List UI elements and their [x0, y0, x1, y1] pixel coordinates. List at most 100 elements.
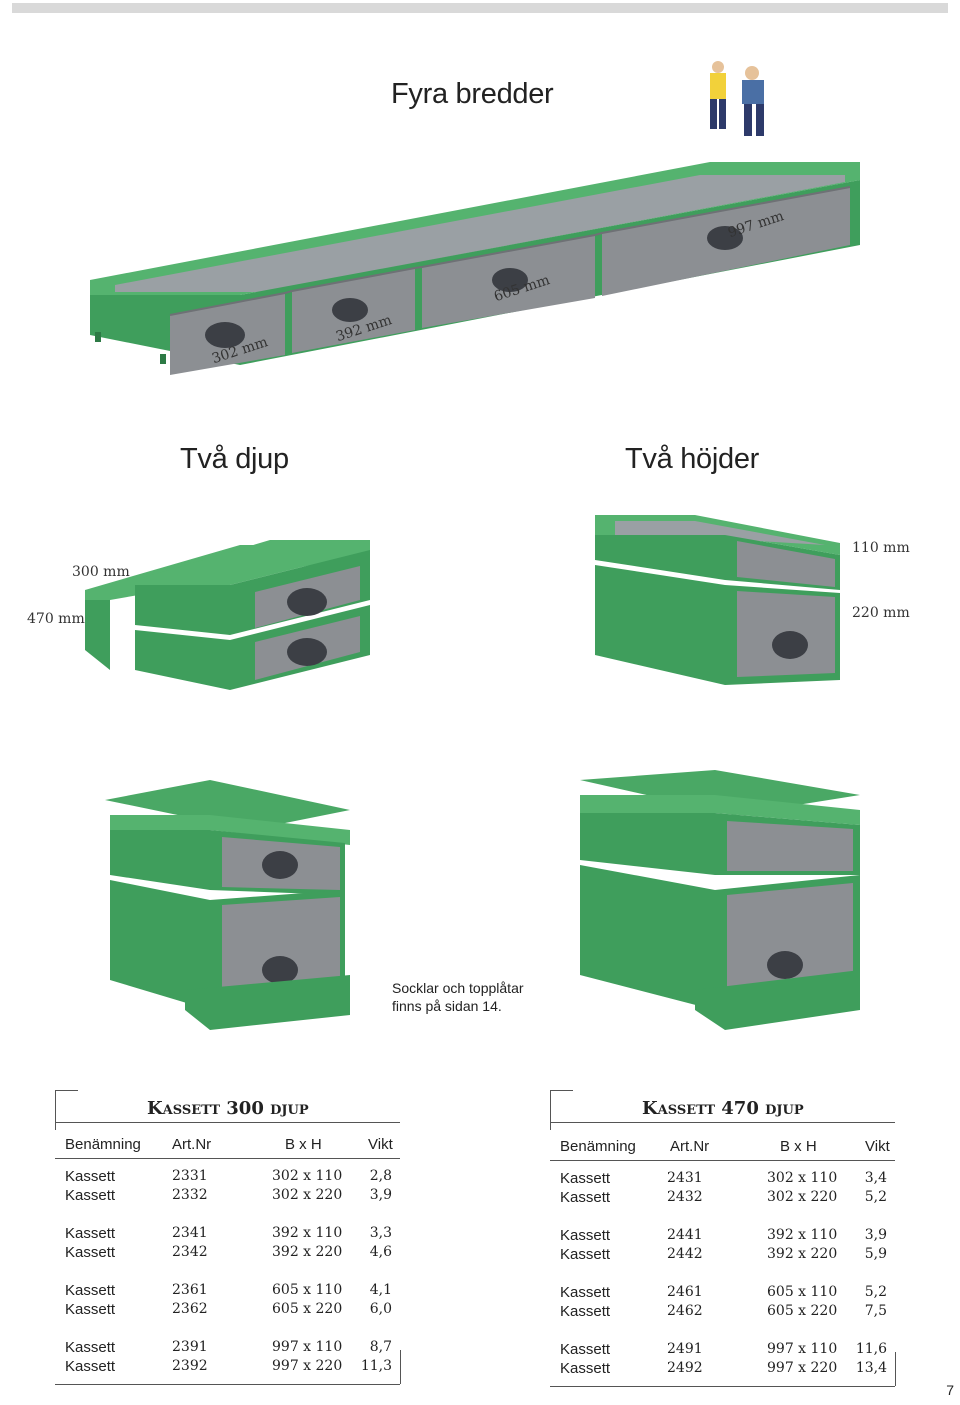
cell-size: 605 x 220	[272, 1301, 343, 1317]
cell-weight: 6,0	[369, 1301, 392, 1317]
cell-weight: 2,8	[369, 1168, 392, 1184]
table-kassett-470: Kassett 470 djup Benämning Art.Nr B x H …	[550, 1090, 896, 1390]
heading-two-depths: Två djup	[180, 443, 289, 475]
heading-two-heights: Två höjder	[625, 443, 760, 475]
depth-470-label: 470 mm	[27, 611, 85, 627]
table-470-title: Kassett 470 djup	[642, 1098, 804, 1119]
table-row: Kassett 2441 392 x 110 3,9	[550, 1227, 895, 1246]
cell-size: 605 x 220	[767, 1303, 838, 1319]
table-kassett-300: Kassett 300 djup Benämning Art.Nr B x H …	[55, 1090, 401, 1390]
cell-name: Kassett	[560, 1246, 611, 1263]
cell-weight: 7,5	[864, 1303, 887, 1319]
table-300-header-artnr: Art.Nr	[172, 1136, 212, 1153]
cell-weight: 3,3	[369, 1225, 392, 1241]
cell-weight: 5,2	[864, 1189, 887, 1205]
cell-name: Kassett	[65, 1339, 116, 1356]
cell-weight: 3,9	[864, 1227, 887, 1243]
plinth-note: Socklar och topplåtar finns på sidan 14.	[392, 979, 524, 1015]
table-row: Kassett 2391 997 x 110 8,7	[55, 1339, 400, 1358]
two-depths-illustration	[85, 540, 370, 690]
cell-size: 997 x 110	[272, 1339, 343, 1355]
cell-name: Kassett	[65, 1358, 116, 1375]
cell-art-nr: 2361	[172, 1282, 208, 1298]
table-300-header-weight: Vikt	[368, 1136, 393, 1153]
cell-weight: 5,9	[864, 1246, 887, 1262]
cell-art-nr: 2391	[172, 1339, 208, 1355]
plinth-note-line-2: finns på sidan 14.	[392, 998, 502, 1014]
cell-size: 302 x 220	[767, 1189, 838, 1205]
cell-size: 392 x 110	[767, 1227, 838, 1243]
table-300-header-size: B x H	[285, 1136, 322, 1153]
cell-weight: 11,3	[360, 1358, 392, 1374]
height-110-label: 110 mm	[852, 540, 910, 556]
cell-art-nr: 2331	[172, 1168, 208, 1184]
cell-weight: 8,7	[369, 1339, 392, 1355]
cell-art-nr: 2362	[172, 1301, 208, 1317]
cell-size: 605 x 110	[767, 1284, 838, 1300]
cell-art-nr: 2492	[667, 1360, 703, 1376]
cell-art-nr: 2341	[172, 1225, 208, 1241]
table-row: Kassett 2431 302 x 110 3,4	[550, 1170, 895, 1189]
table-300-title: Kassett 300 djup	[147, 1098, 309, 1119]
cell-weight: 13,4	[855, 1360, 887, 1376]
table-470-header-name: Benämning	[560, 1138, 636, 1155]
cell-weight: 5,2	[864, 1284, 887, 1300]
cell-weight: 3,4	[864, 1170, 887, 1186]
heading-four-widths: Fyra bredder	[391, 78, 554, 110]
page-number: 7	[946, 1382, 954, 1398]
cell-name: Kassett	[65, 1168, 116, 1185]
cell-art-nr: 2432	[667, 1189, 703, 1205]
cell-size: 302 x 110	[767, 1170, 838, 1186]
cell-name: Kassett	[65, 1301, 116, 1318]
table-470-header-weight: Vikt	[865, 1138, 890, 1155]
cell-name: Kassett	[560, 1227, 611, 1244]
cell-art-nr: 2342	[172, 1244, 208, 1260]
cell-name: Kassett	[560, 1341, 611, 1358]
cell-size: 997 x 220	[767, 1360, 838, 1376]
cell-art-nr: 2491	[667, 1341, 703, 1357]
cell-name: Kassett	[560, 1303, 611, 1320]
height-220-label: 220 mm	[852, 605, 910, 621]
cell-size: 392 x 110	[272, 1225, 343, 1241]
cell-art-nr: 2461	[667, 1284, 703, 1300]
cell-name: Kassett	[560, 1170, 611, 1187]
table-row: Kassett 2331 302 x 110 2,8	[55, 1168, 400, 1187]
table-300-header-name: Benämning	[65, 1136, 141, 1153]
cell-art-nr: 2332	[172, 1187, 208, 1203]
cell-art-nr: 2442	[667, 1246, 703, 1262]
cell-size: 605 x 110	[272, 1282, 343, 1298]
cell-name: Kassett	[65, 1225, 116, 1242]
cell-art-nr: 2462	[667, 1303, 703, 1319]
cell-size: 997 x 220	[272, 1358, 343, 1374]
cell-size: 997 x 110	[767, 1341, 838, 1357]
table-row: Kassett 2462 605 x 220 7,5	[550, 1303, 895, 1322]
depth-300-label: 300 mm	[72, 564, 130, 580]
table-470-header-size: B x H	[780, 1138, 817, 1155]
cell-weight: 11,6	[855, 1341, 887, 1357]
top-bar	[12, 3, 948, 13]
cell-name: Kassett	[560, 1360, 611, 1377]
cell-art-nr: 2431	[667, 1170, 703, 1186]
cell-size: 302 x 110	[272, 1168, 343, 1184]
plinth-note-line-1: Socklar och topplåtar	[392, 980, 524, 996]
cell-name: Kassett	[65, 1187, 116, 1204]
cell-weight: 3,9	[369, 1187, 392, 1203]
table-row: Kassett 2491 997 x 110 11,6	[550, 1341, 895, 1360]
cell-weight: 4,6	[369, 1244, 392, 1260]
cell-art-nr: 2441	[667, 1227, 703, 1243]
cell-name: Kassett	[65, 1282, 116, 1299]
table-row: Kassett 2362 605 x 220 6,0	[55, 1301, 400, 1320]
people-figures-icon	[710, 61, 764, 136]
table-row: Kassett 2461 605 x 110 5,2	[550, 1284, 895, 1303]
table-row: Kassett 2492 997 x 220 13,4	[550, 1360, 895, 1379]
cell-name: Kassett	[65, 1244, 116, 1261]
table-470-header-artnr: Art.Nr	[670, 1138, 710, 1155]
two-heights-illustration	[595, 515, 840, 685]
cell-name: Kassett	[560, 1284, 611, 1301]
